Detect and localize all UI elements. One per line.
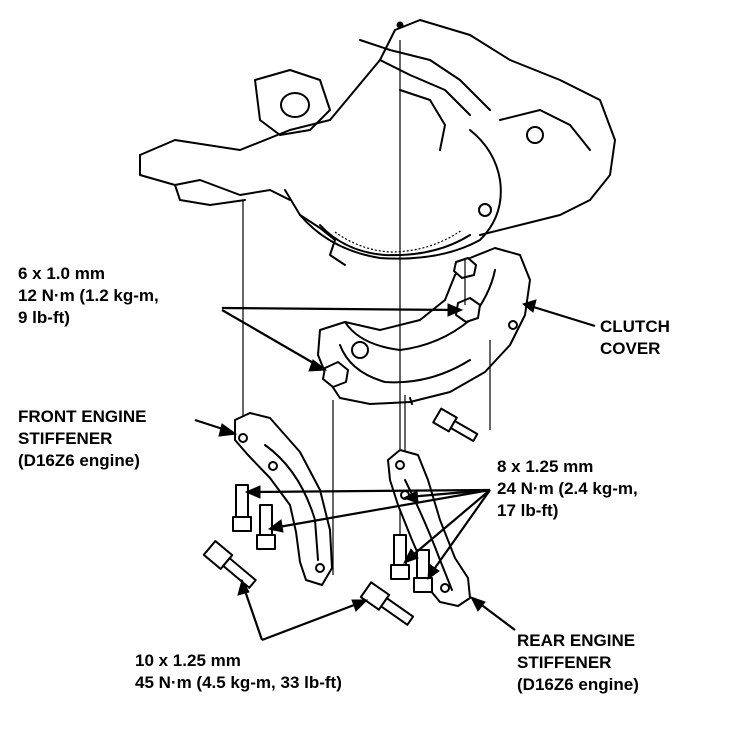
bolt-8x1-25-torque: 24 N·m (2.4 kg-m, bbox=[497, 479, 638, 498]
bolt-10x1-25-torque: 45 N·m (4.5 kg-m, 33 lb-ft) bbox=[135, 673, 342, 692]
clutch-cover-line-2: COVER bbox=[600, 339, 661, 358]
front-stiffener-line-1: FRONT ENGINE bbox=[18, 407, 147, 426]
engine-block-drawing bbox=[139, 19, 616, 266]
bolt-6x1-0-label: 6 x 1.0 mm 12 N·m (1.2 kg-m, 9 lb-ft) bbox=[18, 263, 159, 329]
front-stiffener-drawing bbox=[234, 412, 333, 586]
leader-arrows bbox=[194, 299, 596, 642]
clutch-cover-drawing bbox=[317, 247, 531, 405]
bolt-10x1-25-size: 10 x 1.25 mm bbox=[135, 651, 241, 670]
bolts-10x1-25 bbox=[202, 540, 415, 626]
bolt-8x1-25-label: 8 x 1.25 mm 24 N·m (2.4 kg-m, 17 lb-ft) bbox=[497, 456, 638, 522]
front-stiffener-label: FRONT ENGINE STIFFENER (D16Z6 engine) bbox=[18, 406, 146, 472]
bolt-6x1-0-torque-lbft: 9 lb-ft) bbox=[18, 308, 70, 327]
bolts-8x1-25 bbox=[232, 407, 479, 593]
rear-stiffener-line-3: (D16Z6 engine) bbox=[517, 675, 639, 694]
rear-stiffener-drawing bbox=[387, 449, 471, 607]
clutch-cover-line-1: CLUTCH bbox=[600, 317, 670, 336]
rear-stiffener-label: REAR ENGINE STIFFENER (D16Z6 engine) bbox=[517, 630, 639, 696]
front-stiffener-line-2: STIFFENER bbox=[18, 429, 113, 448]
rear-stiffener-line-2: STIFFENER bbox=[517, 653, 612, 672]
bolt-6x1-0-torque: 12 N·m (1.2 kg-m, bbox=[18, 286, 159, 305]
bolt-8x1-25-torque-lbft: 17 lb-ft) bbox=[497, 501, 559, 520]
bolt-6x1-0-size: 6 x 1.0 mm bbox=[18, 264, 105, 283]
bolt-8x1-25-size: 8 x 1.25 mm bbox=[497, 457, 594, 476]
bolt-10x1-25-label: 10 x 1.25 mm 45 N·m (4.5 kg-m, 33 lb-ft) bbox=[135, 650, 342, 694]
front-stiffener-line-3: (D16Z6 engine) bbox=[18, 451, 140, 470]
rear-stiffener-line-1: REAR ENGINE bbox=[517, 631, 636, 650]
clutch-cover-label: CLUTCH COVER bbox=[600, 316, 670, 360]
